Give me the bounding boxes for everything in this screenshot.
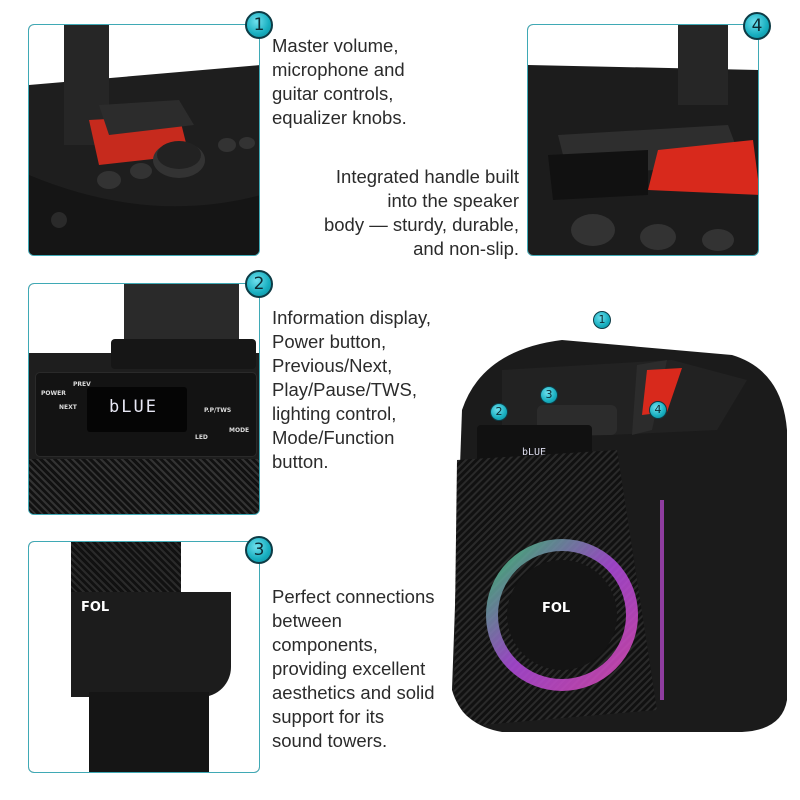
text-line: support for its bbox=[272, 706, 385, 727]
badge-1: 1 bbox=[245, 11, 273, 39]
text-line: aesthetics and solid bbox=[272, 682, 435, 703]
panel-controls-photo bbox=[28, 24, 260, 256]
text-line: guitar controls, bbox=[272, 83, 394, 104]
feature-4-text: Integrated handle built into the speaker… bbox=[280, 165, 519, 261]
speaker-overview-image: bLUE FOL 1 2 3 4 bbox=[442, 311, 792, 740]
badge-4: 4 bbox=[743, 12, 771, 40]
feature-3-text: Perfect connections between components, … bbox=[272, 585, 435, 753]
overview-badge-1: 1 bbox=[593, 311, 611, 329]
text-line: equalizer knobs. bbox=[272, 107, 407, 128]
text-line: Master volume, bbox=[272, 35, 399, 56]
text-line: lighting control, bbox=[272, 403, 397, 424]
play-pause-tws-button[interactable]: P.P/TWS bbox=[204, 407, 232, 414]
handle-photo bbox=[528, 25, 758, 255]
speaker-illustration: bLUE FOL bbox=[452, 340, 787, 732]
feature-1-text: Master volume, microphone and guitar con… bbox=[272, 34, 407, 130]
panel-display-photo: POWER PREV NEXT bLUE P.P/TWS LED MODE bbox=[28, 283, 260, 515]
badge-2: 2 bbox=[245, 270, 273, 298]
overview-badge-4: 4 bbox=[649, 401, 667, 419]
text-line: Integrated handle built bbox=[335, 166, 519, 187]
feature-2-text: Information display, Power button, Previ… bbox=[272, 306, 431, 474]
text-line: Power button, bbox=[272, 331, 387, 352]
text-line: Information display, bbox=[272, 307, 432, 328]
overview-badge-3: 3 bbox=[540, 386, 558, 404]
text-line: Perfect connections bbox=[272, 586, 435, 607]
panel-handle-photo bbox=[527, 24, 759, 256]
text-line: sound towers. bbox=[272, 730, 388, 751]
text-line: Previous/Next, bbox=[272, 355, 393, 376]
controls-photo bbox=[29, 25, 259, 255]
text-line: body — sturdy, durable, bbox=[323, 214, 519, 235]
mode-button[interactable]: MODE bbox=[229, 427, 250, 434]
text-line: between bbox=[272, 610, 342, 631]
text-line: microphone and bbox=[272, 59, 405, 80]
text-line: Play/Pause/TWS, bbox=[272, 379, 417, 400]
text-line: providing excellent bbox=[272, 658, 426, 679]
text-line: and non-slip. bbox=[413, 238, 519, 259]
overview-badge-2: 2 bbox=[490, 403, 508, 421]
led-button[interactable]: LED bbox=[195, 434, 208, 441]
text-line: button. bbox=[272, 451, 329, 472]
fol-logo: FOL bbox=[81, 600, 110, 615]
text-line: components, bbox=[272, 634, 378, 655]
led-display: bLUE bbox=[109, 397, 158, 417]
power-button[interactable]: POWER bbox=[41, 390, 66, 397]
panel-connection-photo: FOL bbox=[28, 541, 260, 773]
svg-text:FOL: FOL bbox=[542, 601, 570, 616]
text-line: Mode/Function bbox=[272, 427, 395, 448]
next-button[interactable]: NEXT bbox=[59, 404, 77, 411]
prev-button[interactable]: PREV bbox=[73, 381, 91, 388]
badge-3: 3 bbox=[245, 536, 273, 564]
text-line: into the speaker bbox=[387, 190, 519, 211]
svg-text:bLUE: bLUE bbox=[522, 447, 546, 458]
